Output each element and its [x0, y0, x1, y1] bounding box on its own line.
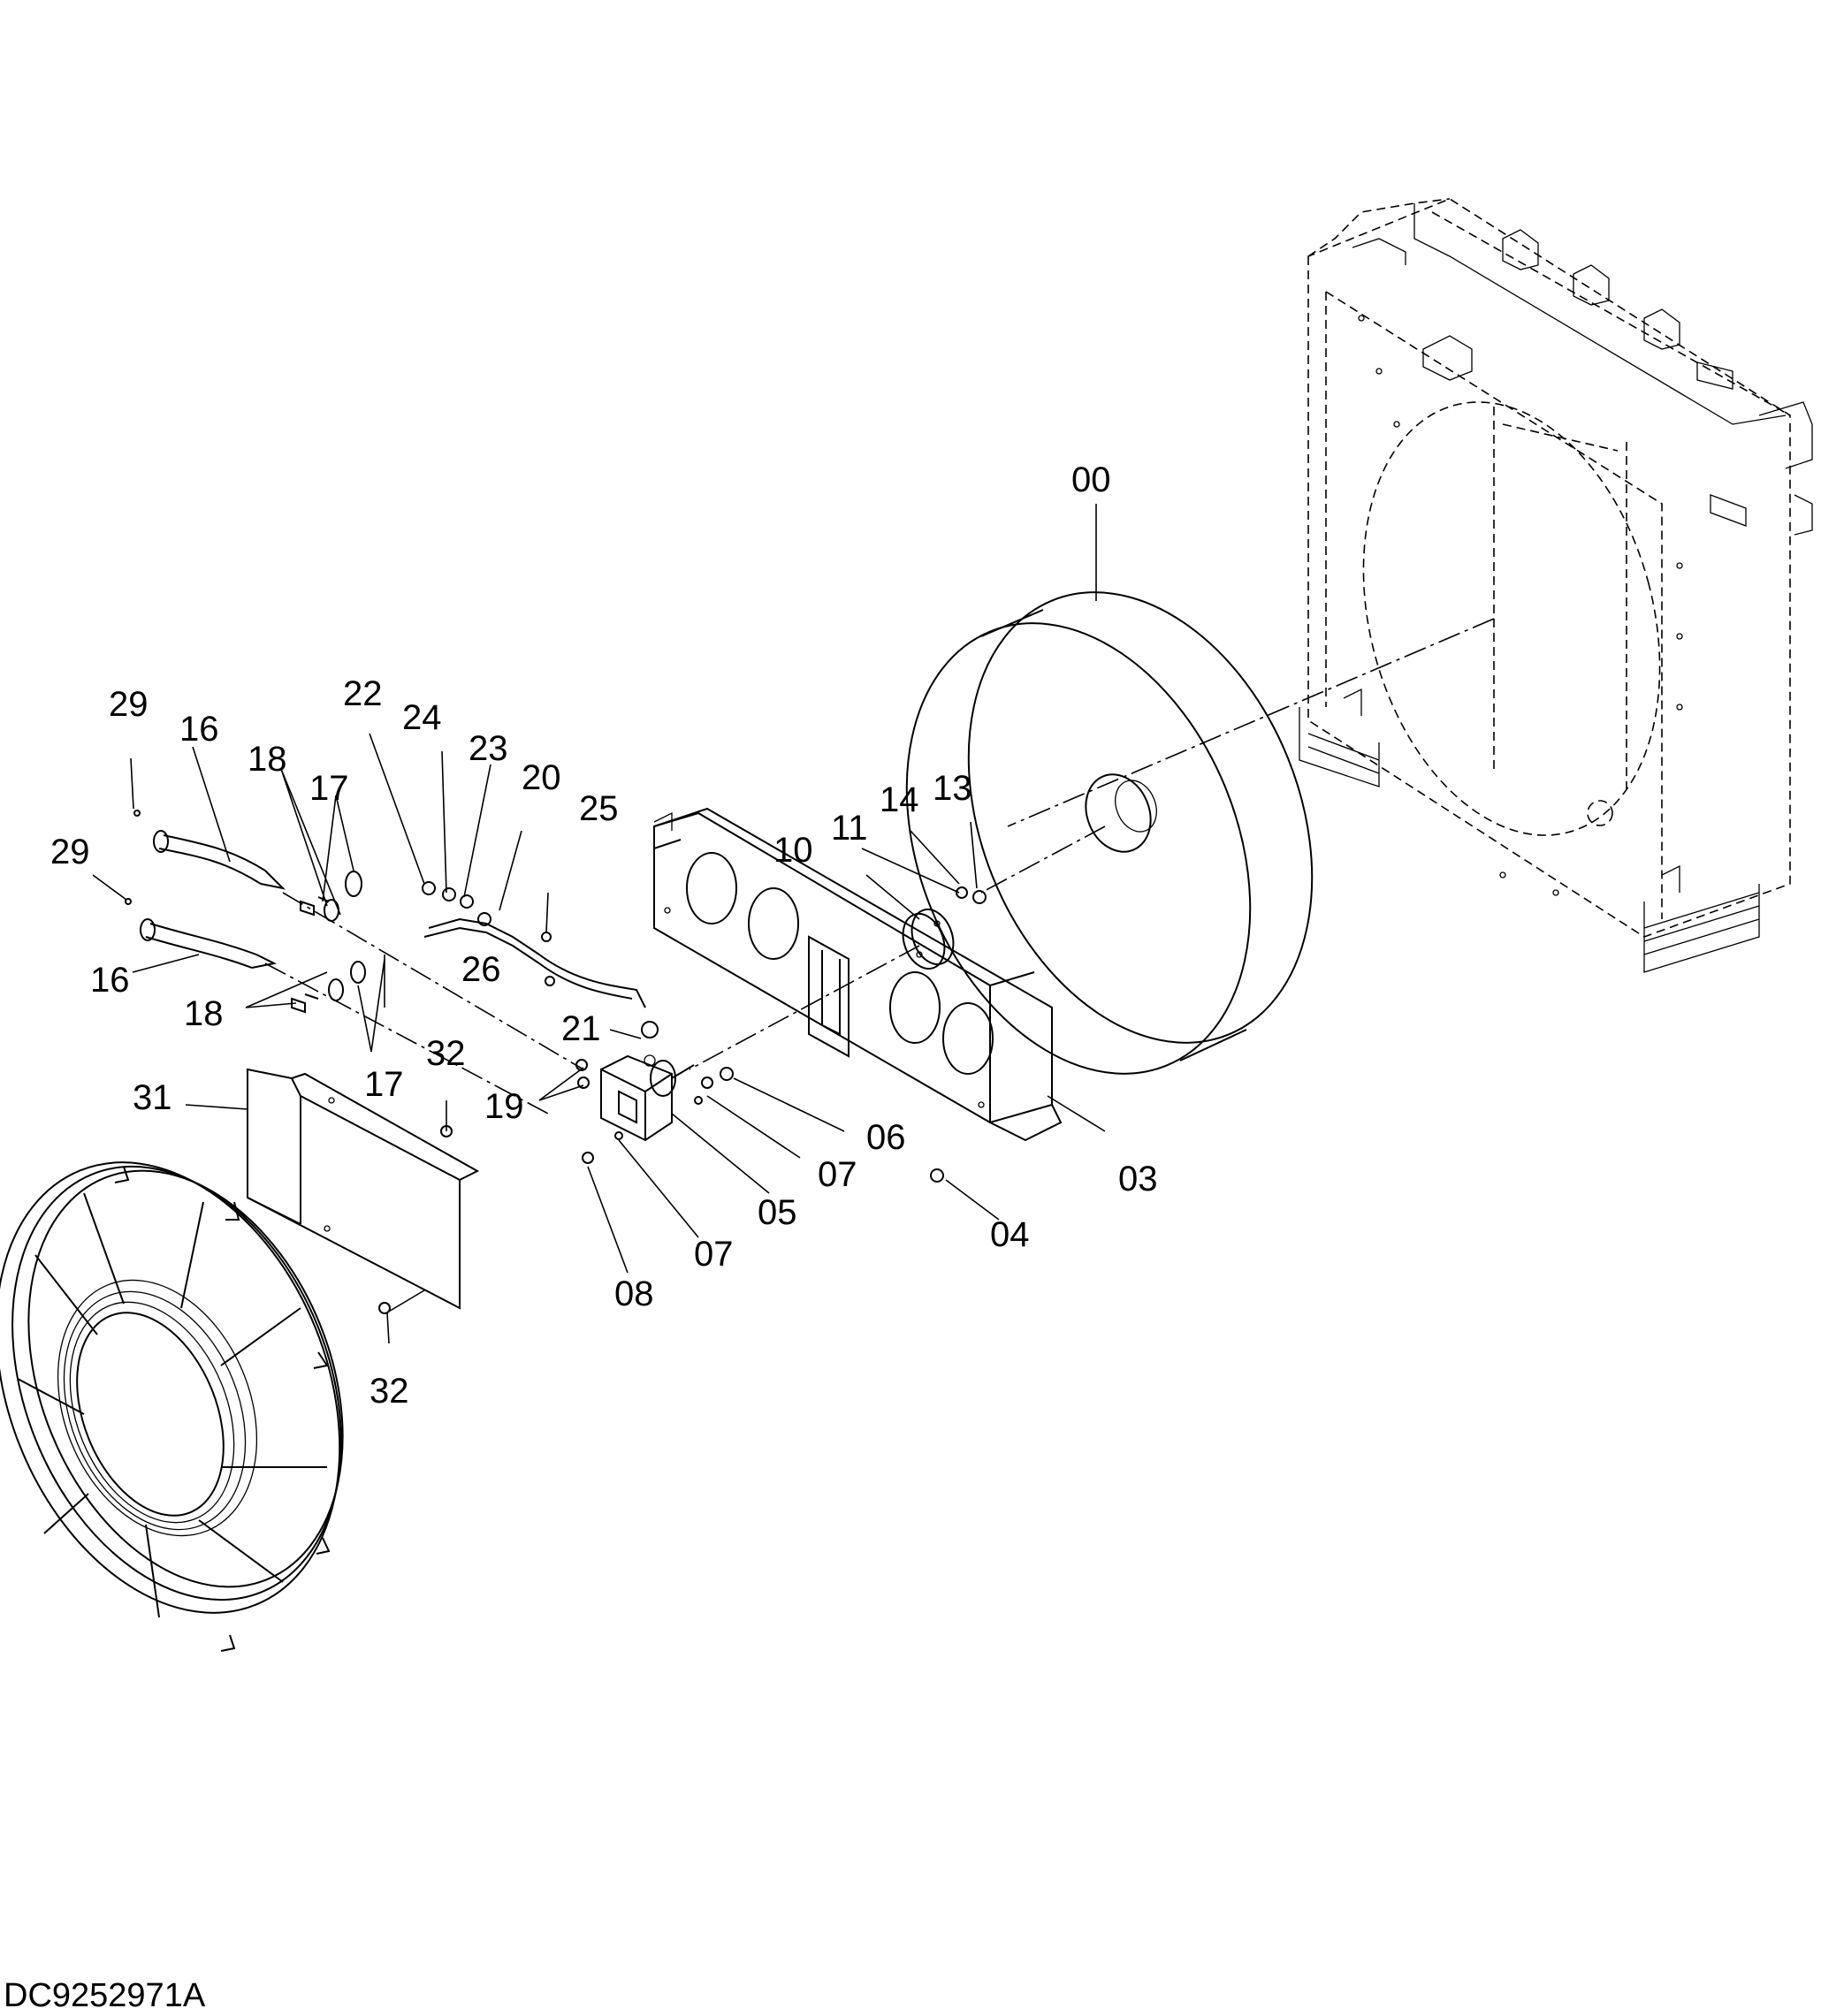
callout-07-lower: 07	[694, 1235, 734, 1274]
callout-16-upper: 16	[179, 710, 219, 749]
callout-18-lower: 18	[184, 994, 224, 1033]
callout-16-lower: 16	[90, 961, 130, 1000]
radiator-frame	[1299, 198, 1813, 973]
callout-22: 22	[343, 674, 383, 713]
callout-19: 19	[484, 1087, 524, 1126]
leader-lines	[92, 504, 1106, 1344]
callout-25: 25	[579, 789, 619, 828]
hub-plate	[902, 909, 955, 970]
callout-17-upper: 17	[309, 769, 349, 808]
callout-17-lower: 17	[364, 1065, 404, 1104]
callout-13: 13	[933, 769, 972, 808]
callout-14: 14	[880, 780, 919, 819]
callout-31: 31	[133, 1078, 172, 1117]
callout-18-upper: 18	[248, 740, 287, 779]
callout-24: 24	[402, 698, 442, 737]
callout-03: 03	[1118, 1160, 1158, 1198]
callout-20: 20	[522, 758, 561, 797]
hoses	[140, 830, 646, 1008]
callouts: 00 03 04 05 06 07 07 08 10 11 13 14 16 1…	[50, 460, 1158, 1411]
callout-04: 04	[990, 1215, 1030, 1254]
callout-06: 06	[866, 1118, 906, 1157]
callout-00: 00	[1071, 460, 1111, 499]
callout-05: 05	[758, 1193, 797, 1232]
callout-07-upper: 07	[818, 1155, 857, 1194]
callout-29-lower: 29	[50, 833, 90, 871]
fan-guard	[0, 1161, 344, 1652]
callout-10: 10	[773, 831, 813, 870]
callout-23: 23	[469, 729, 508, 768]
callout-11: 11	[831, 809, 868, 848]
document-id: DC9252971A	[4, 1977, 206, 2014]
callout-21: 21	[561, 1009, 601, 1048]
callout-29-upper: 29	[109, 685, 149, 724]
callout-26: 26	[461, 950, 501, 989]
fittings	[125, 810, 987, 1314]
callout-32-lower: 32	[370, 1372, 409, 1411]
fan-motor	[600, 1054, 695, 1142]
center-lines	[264, 618, 1495, 1115]
callout-08: 08	[614, 1274, 654, 1313]
cover-plate	[247, 1068, 480, 1310]
fan-ring	[905, 591, 1314, 1075]
motor-bracket	[653, 807, 1063, 1142]
callout-32-upper: 32	[426, 1034, 466, 1073]
